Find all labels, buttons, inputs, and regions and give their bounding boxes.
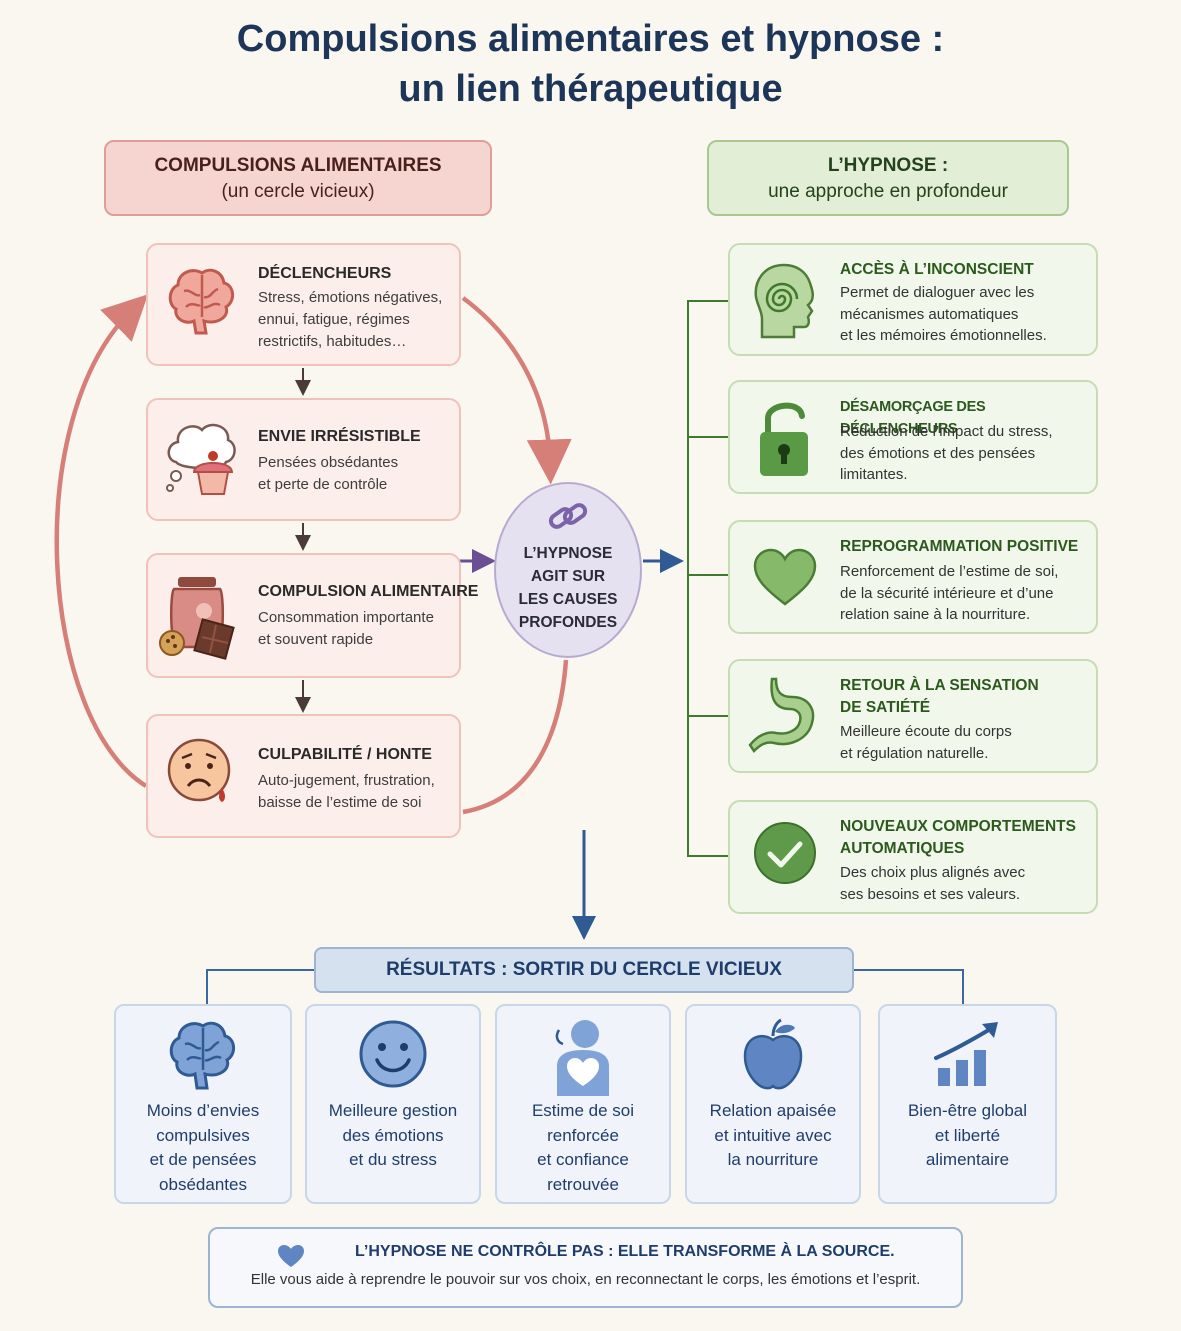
results-header: RÉSULTATS : SORTIR DU CERCLE VICIEUX [314,947,854,993]
result-card-food-relationship: Relation apaisée et intuitive avec la no… [685,1004,861,1204]
heart-icon [278,1245,304,1267]
benefit-card-desc: Meilleure écoute du corps et régulation … [840,723,1012,762]
hypnosis-header-line-2: une approche en profondeur [768,181,1008,202]
thought-cupcake-icon [166,423,236,495]
cycle-header-line-2: (un cercle vicieux) [221,181,375,202]
result-text: Bien-être global et liberté alimentaire [907,1101,1028,1169]
person-heart-icon [555,1020,609,1096]
page-title: Compulsions alimentaires et hypnose : un… [0,14,1181,114]
cycle-card-desc: Consommation importante et souvent rapid… [258,609,434,648]
cycle-card-craving: ENVIE IRRÉSISTIBLE Pensées obsédantes et… [146,398,461,521]
result-card-wellbeing: Bien-être global et liberté alimentaire [878,1004,1057,1204]
benefit-card-satiety: RETOUR À LA SENSATION DE SATIÉTÉ Meilleu… [728,659,1098,773]
title-line-2: un lien thérapeutique [398,68,783,110]
unlocked-padlock-icon [760,402,808,476]
link-icon [548,503,588,529]
brain-icon [168,268,234,335]
result-card-self-esteem: Estime de soi renforcée et confiance ret… [495,1004,671,1204]
hypnosis-to-guilt-curve [462,659,569,815]
cycle-card-triggers: DÉCLENCHEURS Stress, émotions négatives,… [146,243,461,366]
cycle-card-desc: Stress, émotions négatives, ennui, fatig… [258,289,443,350]
cycle-return-arrow [54,294,149,788]
benefit-card-title: REPROGRAMMATION POSITIVE [840,538,1079,555]
cycle-card-desc: Pensées obsédantes et perte de contrôle [258,454,399,493]
head-spiral-icon [754,263,814,339]
benefit-card-behaviors: NOUVEAUX COMPORTEMENTS AUTOMATIQUES Des … [728,800,1098,914]
cycle-card-compulsion: COMPULSION ALIMENTAIRE Consommation impo… [146,553,478,678]
cycle-card-title: DÉCLENCHEURS [258,265,392,282]
benefit-card-desc: Réduction de l’impact du stress, des émo… [840,423,1053,483]
benefit-card-title: RETOUR À LA SENSATION DE SATIÉTÉ [840,677,1039,716]
benefit-card-desc: Permet de dialoguer avec les mécanismes … [840,284,1047,344]
title-line-1: Compulsions alimentaires et hypnose : [236,18,945,60]
benefit-card-title: NOUVEAUX COMPORTEMENTS AUTOMATIQUES [840,818,1076,857]
benefit-card-unconscious: ACCÈS À L’INCONSCIENT Permet de dialogue… [728,243,1098,356]
brain-icon [169,1021,235,1090]
cycle-header-line-1: COMPULSIONS ALIMENTAIRES [154,155,442,176]
cycle-card-desc: Auto-jugement, frustration, baisse de l’… [258,772,435,811]
cycle-card-title: COMPULSION ALIMENTAIRE [258,583,479,600]
benefit-card-title: DÉSAMORÇAGE DES DÉCLENCHEURS [840,399,986,437]
hypnosis-center-node: L’HYPNOSE AGIT SUR LES CAUSES PROFONDES [494,482,642,658]
result-text: Moins d’envies compulsives et de pensées… [146,1101,260,1194]
result-card-cravings: Moins d’envies compulsives et de pensées… [114,1004,292,1204]
sad-face-icon [167,738,231,802]
results-bracket [206,969,964,1004]
benefit-card-triggers: DÉSAMORÇAGE DES DÉCLENCHEURS Réduction d… [728,380,1098,494]
footer-subtitle: Elle vous aide à reprendre le pouvoir su… [250,1271,921,1288]
result-text: Relation apaisée et intuitive avec la no… [709,1101,837,1169]
hypnosis-center-text: L’HYPNOSE AGIT SUR LES CAUSES PROFONDES [518,545,618,631]
footer-banner: L’HYPNOSE NE CONTRÔLE PAS : ELLE TRANSFO… [208,1227,963,1308]
footer-title: L’HYPNOSE NE CONTRÔLE PAS : ELLE TRANSFO… [355,1243,895,1260]
smiley-icon [359,1020,427,1088]
benefit-card-reprogramming: REPROGRAMMATION POSITIVE Renforcement de… [728,520,1098,634]
trigger-to-hypnosis-arrow [461,296,572,485]
heart-icon [753,548,817,606]
food-jar-icon [159,577,235,660]
stomach-icon [748,677,815,753]
hypnosis-header-line-1: L’HYPNOSE : [827,155,949,176]
result-text: Meilleure gestion des émotions et du str… [328,1101,458,1169]
benefit-card-desc: Des choix plus alignés avec ses besoins … [840,864,1026,903]
benefits-bracket [687,300,728,857]
result-card-emotions: Meilleure gestion des émotions et du str… [305,1004,481,1204]
result-text: Estime de soi renforcée et confiance ret… [531,1101,635,1194]
benefit-card-desc: Renforcement de l’estime de soi, de la s… [840,563,1059,623]
apple-icon [743,1018,803,1090]
hypnosis-header: L’HYPNOSE : une approche en profondeur [707,140,1069,216]
cycle-card-guilt: CULPABILITÉ / HONTE Auto-jugement, frust… [146,714,461,838]
cycle-card-title: ENVIE IRRÉSISTIBLE [258,428,421,445]
cycle-header: COMPULSIONS ALIMENTAIRES (un cercle vici… [104,140,492,216]
growth-chart-icon [933,1022,998,1086]
cycle-card-title: CULPABILITÉ / HONTE [258,746,432,763]
benefit-card-title: ACCÈS À L’INCONSCIENT [840,261,1034,278]
check-circle-icon [754,822,816,884]
